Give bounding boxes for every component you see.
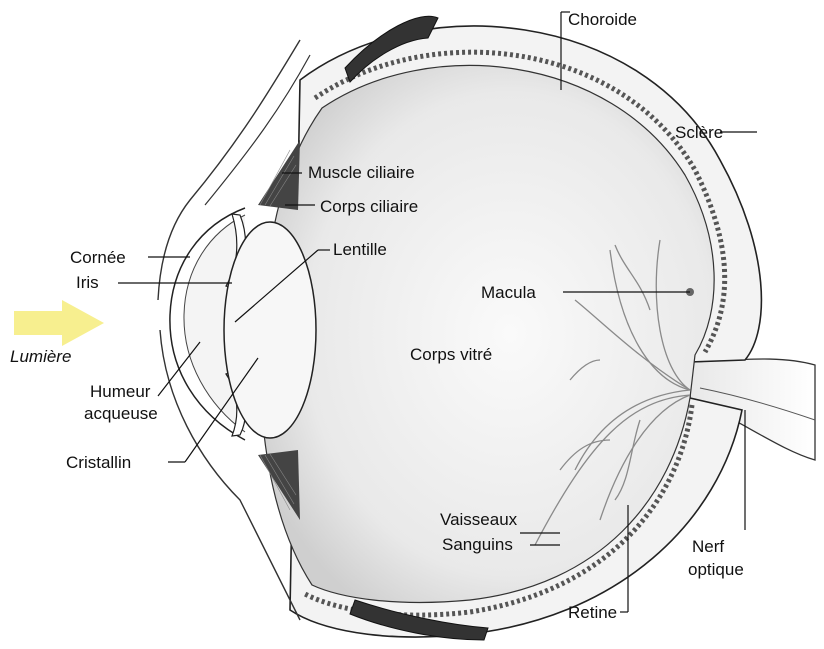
- label-lentille: Lentille: [333, 240, 387, 259]
- label-corps-vitre: Corps vitré: [410, 345, 492, 364]
- label-corps-ciliaire: Corps ciliaire: [320, 197, 418, 216]
- light-arrow: [14, 300, 104, 346]
- label-cristallin: Cristallin: [66, 453, 131, 472]
- label-macula: Macula: [481, 283, 536, 302]
- lens: [224, 222, 316, 438]
- label-nerf-line1: Nerf: [692, 537, 724, 556]
- label-muscle-ciliaire: Muscle ciliaire: [308, 163, 415, 182]
- label-cornee: Cornée: [70, 248, 126, 267]
- label-choroide: Choroide: [568, 10, 637, 29]
- label-lumiere: Lumière: [10, 347, 71, 366]
- label-sclere: Sclère: [675, 123, 723, 142]
- label-nerf-line2: optique: [688, 560, 744, 579]
- label-vaisseaux-line2: Sanguins: [442, 535, 513, 554]
- label-iris: Iris: [76, 273, 99, 292]
- label-retine: Retine: [568, 603, 617, 622]
- label-humeur-line1: Humeur: [90, 382, 151, 401]
- label-vaisseaux-line1: Vaisseaux: [440, 510, 518, 529]
- ciliary-muscle-upper: [258, 140, 300, 210]
- label-humeur-line2: acqueuse: [84, 404, 158, 423]
